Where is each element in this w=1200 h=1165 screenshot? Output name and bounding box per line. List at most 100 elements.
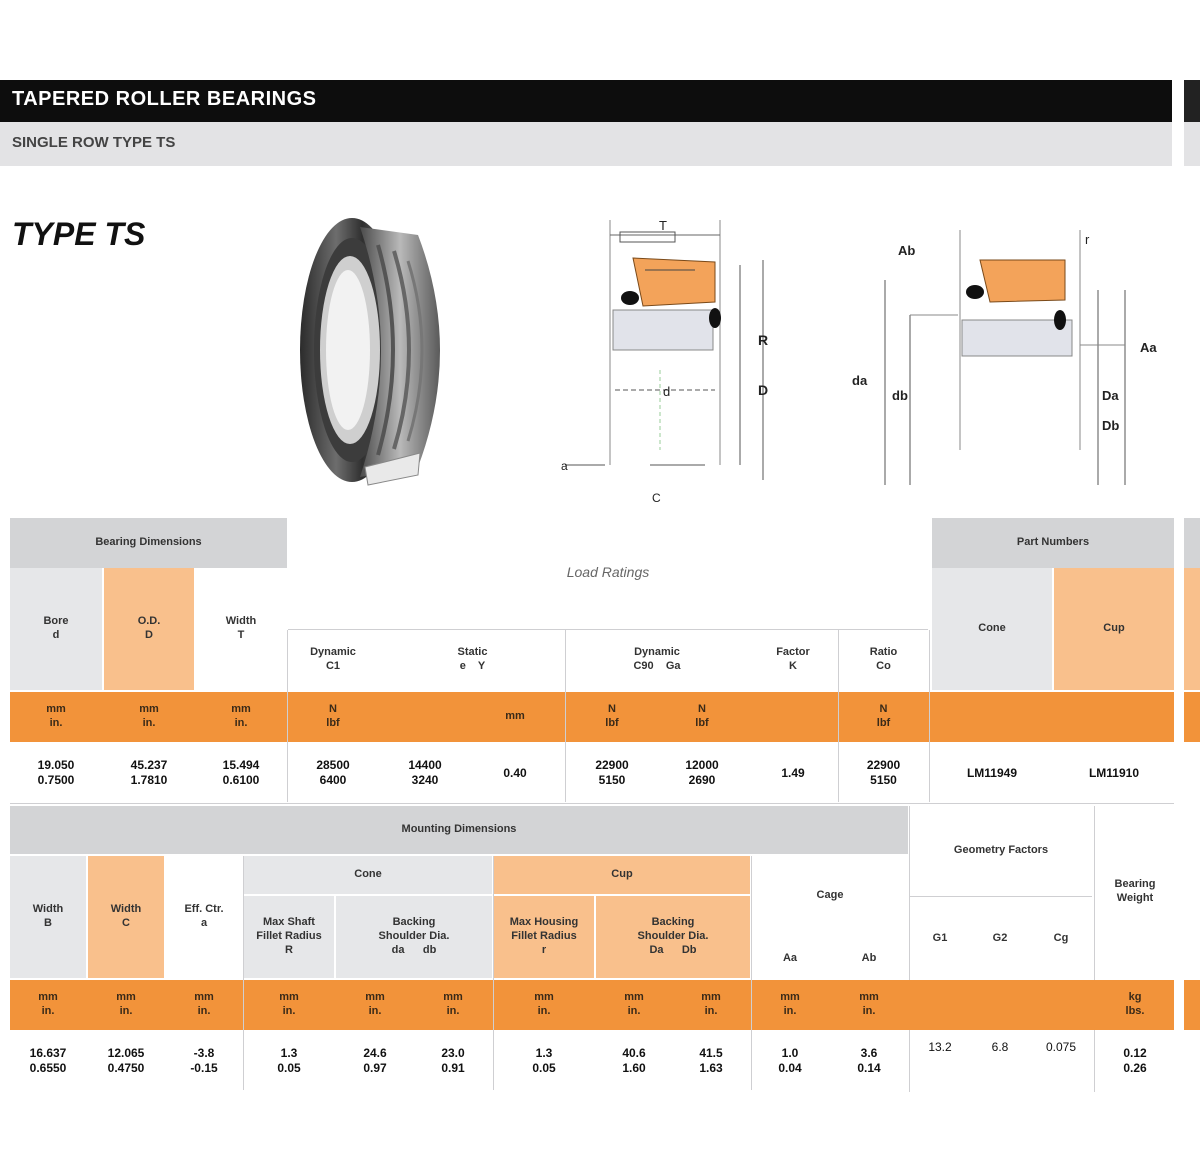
t2-row-eff: -3.8-0.15 bbox=[190, 1046, 218, 1075]
t1-group-bearing-dims: Bearing Dimensions bbox=[10, 518, 287, 568]
t2-geom-divider bbox=[910, 896, 1092, 897]
t2-col-cg: Cg bbox=[1030, 900, 1092, 978]
dim-label-Ab: Ab bbox=[898, 243, 915, 258]
t2-col-eff: Eff. Ctr.a bbox=[166, 856, 242, 978]
header-title: TAPERED ROLLER BEARINGS bbox=[12, 88, 317, 110]
t1-load-ratings-note: Load Ratings bbox=[288, 518, 928, 628]
dim-label-d: d bbox=[663, 384, 670, 399]
dim-label-T: T bbox=[659, 218, 667, 233]
t1-col-od: O.D.D bbox=[104, 568, 194, 690]
t1-vline bbox=[929, 630, 930, 802]
t2-row-g2: 6.8 bbox=[991, 1039, 1009, 1054]
type-heading: TYPE TS bbox=[12, 216, 146, 252]
dim-label-D: D bbox=[758, 382, 768, 398]
t1-row-cone: LM11949 bbox=[966, 765, 1018, 780]
t2-units-edge bbox=[1184, 980, 1200, 1030]
dim-label-Aa: Aa bbox=[1140, 340, 1157, 355]
t1-col-cup: Cup bbox=[1054, 568, 1174, 690]
t1-vline bbox=[287, 630, 288, 802]
subheader-title: SINGLE ROW TYPE TS bbox=[12, 134, 176, 151]
subheader-edge bbox=[1184, 122, 1200, 166]
t2-vline bbox=[243, 856, 244, 1090]
t2-vline bbox=[751, 856, 752, 1090]
t1-unit-static: mm bbox=[505, 710, 525, 723]
t1-row-cup: LM11910 bbox=[1088, 765, 1140, 780]
t1-edge-peach bbox=[1184, 568, 1200, 690]
dim-label-r: r bbox=[1085, 232, 1090, 247]
t1-col-cone: Cone bbox=[932, 568, 1052, 690]
t2-col-g2: G2 bbox=[970, 900, 1030, 978]
mounting-drawing: Ab r Aa da db Da Db bbox=[852, 230, 1157, 485]
t1-vline bbox=[838, 630, 839, 802]
dim-label-Da: Da bbox=[1102, 388, 1119, 403]
t1-bottom-rule bbox=[10, 803, 1174, 804]
subheader-bar bbox=[0, 122, 1172, 166]
cross-section-drawing: T R D d a C bbox=[561, 218, 768, 505]
header-edge bbox=[1184, 80, 1200, 122]
dim-label-R: R bbox=[758, 332, 768, 348]
dim-label-a: a bbox=[561, 459, 568, 473]
t2-col-cage1: Aa bbox=[752, 940, 828, 978]
t2-col-cage2: Ab bbox=[830, 940, 908, 978]
t1-units-edge bbox=[1184, 692, 1200, 742]
t1-row-static: 0.40 bbox=[503, 765, 527, 780]
dim-label-da: da bbox=[852, 373, 868, 388]
t2-col-g1: G1 bbox=[910, 900, 970, 978]
t2-group-geometry: Geometry Factors bbox=[910, 806, 1092, 896]
t2-group-cone: Cone bbox=[244, 856, 492, 894]
t2-row-g1: 13.2 bbox=[928, 1039, 952, 1054]
t1-units-band bbox=[10, 692, 1174, 742]
t2-row-cg: 0.075 bbox=[1045, 1039, 1077, 1054]
t1-vline bbox=[565, 630, 566, 802]
t2-vline bbox=[493, 856, 494, 1090]
t2-group-cage: Cage bbox=[752, 856, 908, 936]
t2-vline bbox=[1094, 806, 1095, 1092]
dim-label-db: db bbox=[892, 388, 908, 403]
header-bar bbox=[0, 80, 1172, 122]
t1-edge-grey bbox=[1184, 518, 1200, 568]
